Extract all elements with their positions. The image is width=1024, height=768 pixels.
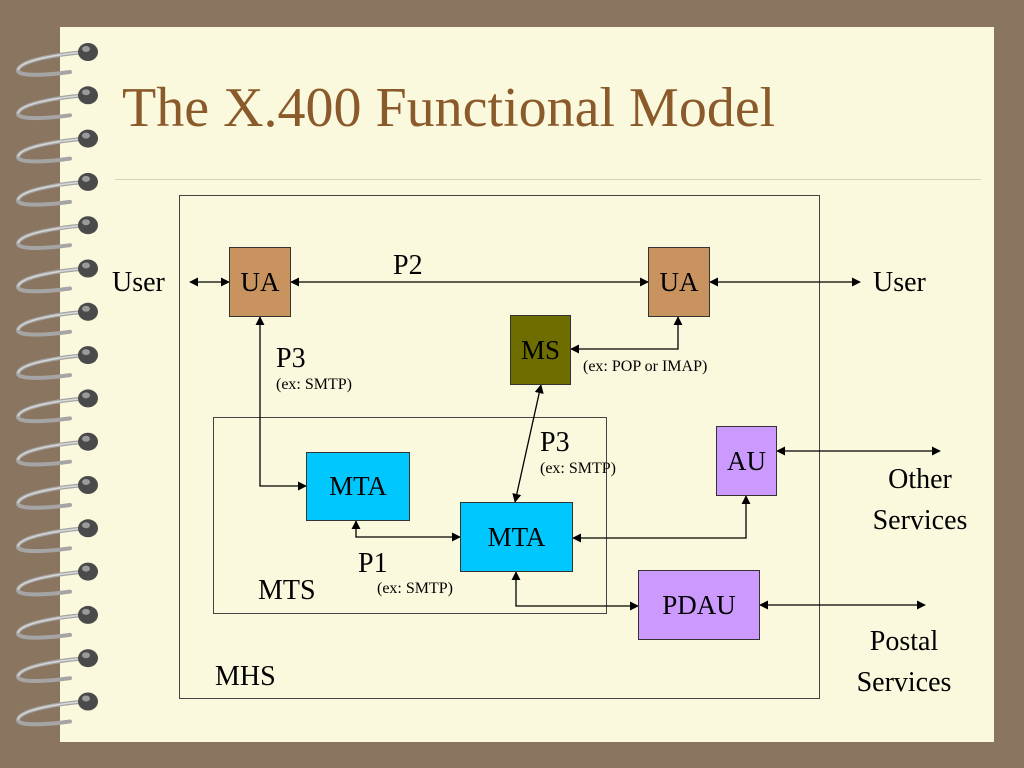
other-services-label-line1: Other <box>888 464 952 495</box>
spiral-ring <box>16 649 98 683</box>
p3-center-label: P3 <box>540 427 570 458</box>
user-left-label: User <box>112 267 165 298</box>
spiral-ring <box>16 302 98 337</box>
postal-services-label-line1: Postal <box>869 626 939 657</box>
p3-left-label: P3 <box>276 343 306 374</box>
p2-label: P2 <box>393 250 423 281</box>
ms-box: MS <box>510 315 571 385</box>
p1-link <box>351 520 461 542</box>
spiral-ring <box>16 389 98 424</box>
au-box: AU <box>716 426 777 496</box>
p3-left-link <box>255 316 307 491</box>
spiral-ring <box>16 129 98 164</box>
spiral-ring <box>16 432 98 467</box>
mta-au-link <box>572 495 751 543</box>
p1-example: (ex: SMTP) <box>377 580 453 597</box>
mta-left-box: MTA <box>306 452 410 521</box>
p3-center-example: (ex: SMTP) <box>540 460 616 477</box>
mta-pdau-link <box>511 571 639 611</box>
spiral-ring <box>16 562 98 597</box>
ua-left-box: UA <box>229 247 291 317</box>
spiral-ring <box>16 216 98 250</box>
spiral-ring <box>16 259 98 294</box>
spiral-ring <box>16 86 98 121</box>
ua-right-box: UA <box>648 247 710 317</box>
ms-ua-link <box>570 316 683 354</box>
user-right-label: User <box>873 267 926 298</box>
spiral-ring <box>16 519 98 554</box>
pdau-box: PDAU <box>638 570 760 640</box>
mhs-label: MHS <box>215 661 276 692</box>
slide-title: The X.400 Functional Model <box>122 77 776 139</box>
spiral-ring <box>16 692 98 727</box>
ms-example: (ex: POP or IMAP) <box>583 358 708 375</box>
p3-left-example: (ex: SMTP) <box>276 376 352 393</box>
spiral-ring <box>16 43 98 77</box>
spiral-ring <box>16 346 98 380</box>
spiral-ring <box>16 605 98 640</box>
spiral-ring <box>16 476 98 510</box>
mts-label: MTS <box>258 575 316 606</box>
p1-label: P1 <box>358 548 388 579</box>
postal-services-label-line2: Services <box>856 667 952 698</box>
mta-center-box: MTA <box>460 502 573 572</box>
spiral-binding <box>16 43 98 727</box>
other-services-label-line2: Services <box>872 505 968 536</box>
title-divider <box>115 179 981 180</box>
spiral-ring <box>16 172 98 207</box>
p3-center-link <box>512 384 544 503</box>
